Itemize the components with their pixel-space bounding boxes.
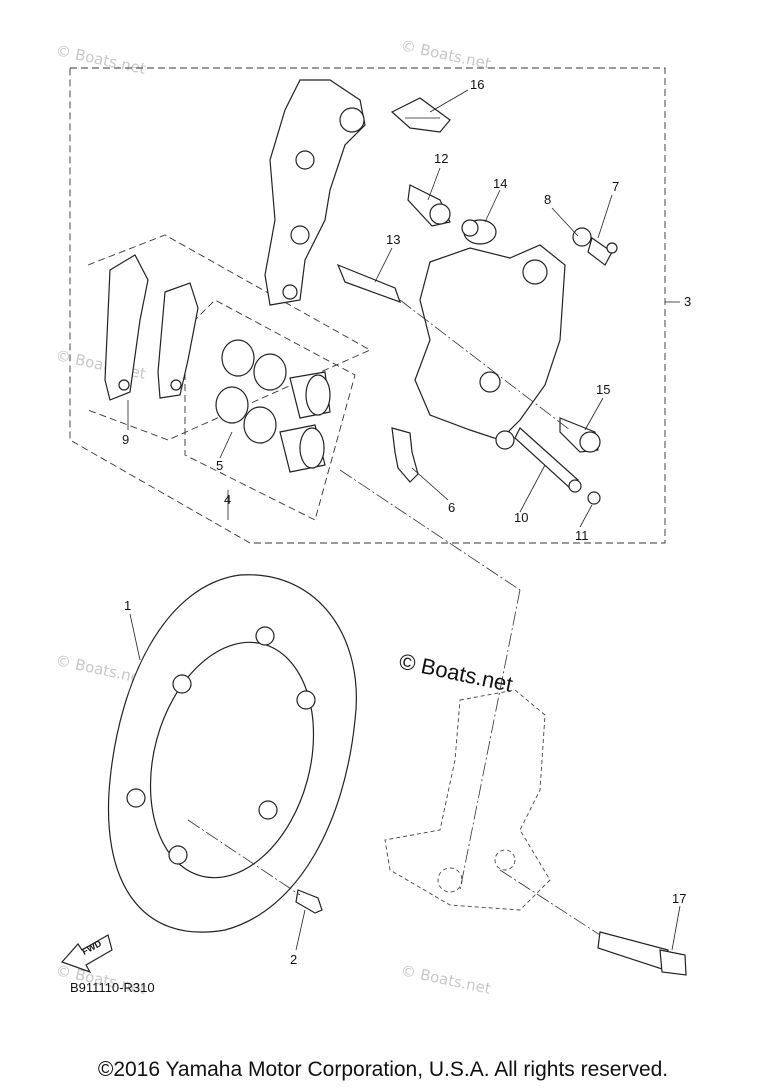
fork-mount-ghost bbox=[384, 689, 551, 911]
slide-pin-13 bbox=[336, 263, 401, 303]
disc-screw bbox=[295, 889, 323, 914]
bolt-10 bbox=[514, 427, 582, 493]
piston-upper bbox=[289, 371, 331, 419]
brake-pad-front bbox=[104, 254, 149, 401]
watermark-top-left: © Boats.net bbox=[54, 41, 147, 78]
slide-pin-12 bbox=[407, 184, 451, 227]
diagram-code: B911110-R310 bbox=[70, 980, 155, 995]
callout-10: 10 bbox=[514, 510, 528, 525]
caliper-assembly-boundary bbox=[69, 67, 666, 544]
caliper-bracket bbox=[264, 79, 366, 306]
bleed-cap bbox=[572, 227, 592, 247]
callout-1: 1 bbox=[124, 598, 131, 613]
callout-8: 8 bbox=[544, 192, 551, 207]
piston-seal-kit bbox=[215, 339, 287, 444]
pad-group-boundary bbox=[87, 234, 372, 441]
pin-15 bbox=[559, 417, 601, 453]
watermark-top-middle: © Boats.net bbox=[399, 36, 492, 73]
callout-9: 9 bbox=[122, 432, 129, 447]
brake-pad-rear bbox=[157, 282, 199, 399]
piston-lower bbox=[279, 424, 326, 473]
callout-16: 16 bbox=[470, 77, 484, 92]
watermark-bottom-middle: © Boats.net bbox=[399, 961, 492, 998]
bleed-screw bbox=[587, 237, 618, 266]
callout-3: 3 bbox=[684, 294, 691, 309]
callout-6: 6 bbox=[448, 500, 455, 515]
bolt-17 bbox=[597, 931, 687, 976]
piston-group-boundary bbox=[184, 299, 356, 521]
callout-17: 17 bbox=[672, 891, 686, 906]
callout-4: 4 bbox=[224, 492, 231, 507]
callout-2: 2 bbox=[290, 952, 297, 967]
callout-12: 12 bbox=[434, 151, 448, 166]
pad-support bbox=[391, 427, 419, 483]
boot-14 bbox=[461, 219, 497, 245]
plug-11 bbox=[587, 491, 601, 505]
pad-spring bbox=[390, 97, 451, 133]
callout-11: 11 bbox=[575, 528, 589, 543]
callout-15: 15 bbox=[596, 382, 610, 397]
brake-disc bbox=[107, 574, 357, 933]
callout-5: 5 bbox=[216, 458, 223, 473]
callout-13: 13 bbox=[386, 232, 400, 247]
callout-14: 14 bbox=[493, 176, 507, 191]
callout-7: 7 bbox=[612, 179, 619, 194]
caliper-body bbox=[414, 244, 566, 450]
watermark-center: © Boats.net bbox=[397, 648, 515, 696]
copyright-notice: ©2016 Yamaha Motor Corporation, U.S.A. A… bbox=[97, 1058, 669, 1081]
